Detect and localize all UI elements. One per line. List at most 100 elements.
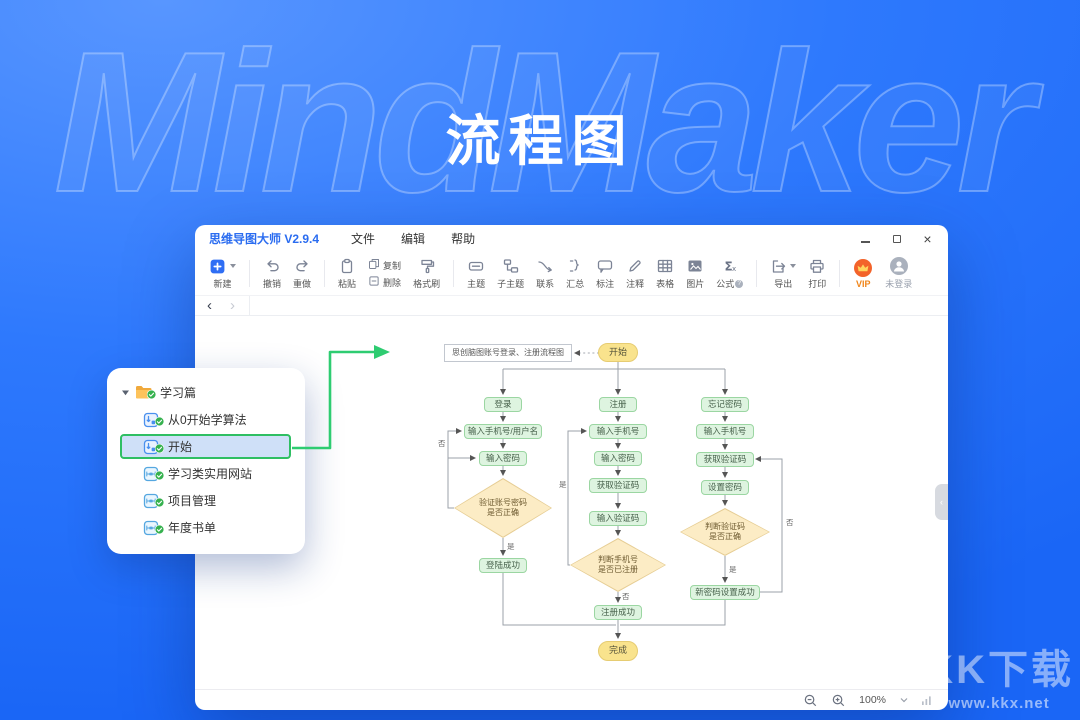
back-button[interactable]: ‹: [207, 296, 212, 314]
tree-item-3[interactable]: 学习类实用网站: [107, 460, 305, 487]
chevron-down-icon[interactable]: [899, 695, 909, 705]
flow-node-get-code-m[interactable]: 获取验证码: [589, 478, 647, 493]
flowdoc-icon: [143, 439, 165, 455]
zoom-level: 100%: [859, 694, 886, 706]
flow-node-enter-phone-m[interactable]: 输入手机号: [589, 424, 647, 439]
maximize-button[interactable]: [890, 232, 903, 245]
toolbar-divider: [839, 260, 841, 287]
flow-node-forgot[interactable]: 忘记密码: [701, 397, 749, 412]
flow-node-register[interactable]: 注册: [599, 397, 637, 412]
toolbar-item-summary[interactable]: 汇总: [560, 257, 590, 290]
tree-caret-icon: [121, 388, 130, 397]
zoom-out-icon[interactable]: [803, 693, 818, 708]
toolbar-item-paste[interactable]: 粘贴: [332, 257, 362, 290]
toolbar-item-undo[interactable]: 撤销: [257, 257, 287, 290]
minimize-button[interactable]: [859, 232, 872, 245]
mindmap-icon: [143, 466, 165, 482]
toolbar-item-image[interactable]: 图片: [680, 257, 710, 290]
toolbar-item-topic[interactable]: 主题: [461, 257, 491, 290]
panel-toggle-handle[interactable]: ‹: [935, 484, 948, 520]
flow-node-enter-phone-user[interactable]: 输入手机号/用户名: [464, 424, 542, 439]
toolbar-label: 子主题: [497, 279, 525, 289]
flowdoc-icon: [143, 412, 165, 428]
new-icon: [209, 257, 236, 275]
subtopic-icon: [503, 257, 519, 275]
toolbar-item-new[interactable]: 新建: [203, 257, 242, 290]
menu-item-1[interactable]: 编辑: [401, 232, 426, 246]
editor-canvas[interactable]: [195, 316, 948, 689]
folder-icon: [135, 385, 157, 401]
toolbar-item-export[interactable]: 导出: [764, 257, 802, 290]
toolbar-label: 新建: [213, 279, 232, 289]
toolbar-item-avatar[interactable]: 未登录: [879, 257, 918, 290]
toolbar-label: 主题: [467, 279, 486, 289]
menu-item-2[interactable]: 帮助: [451, 232, 476, 246]
flow-node-get-code-r[interactable]: 获取验证码: [696, 452, 754, 467]
paste-icon: [339, 257, 355, 275]
flow-node-start[interactable]: 开始: [598, 343, 638, 362]
flow-node-label: 输入手机号: [596, 425, 640, 436]
flow-node-login[interactable]: 登录: [484, 397, 522, 412]
flow-node-label: 开始: [608, 346, 627, 357]
flow-node-register-ok[interactable]: 注册成功: [594, 605, 642, 620]
app-title: 思维导图大师 V2.9.4: [209, 232, 320, 246]
flow-node-label: 判断手机号 是否已注册: [598, 554, 638, 574]
toolbar-label: 导出: [774, 279, 793, 289]
forward-button[interactable]: ›: [230, 296, 235, 314]
flow-node-enter-pass-m[interactable]: 输入密码: [594, 451, 642, 466]
toolbar-label: 公式: [716, 279, 735, 289]
toolbar-divider: [249, 260, 250, 287]
toolbar-item-delete[interactable]: 删除: [368, 275, 401, 289]
tree-item-4[interactable]: 项目管理: [107, 487, 305, 514]
toolbar-item-subtopic[interactable]: 子主题: [491, 257, 530, 290]
file-tree-popup: 学习篇从0开始学算法开始学习类实用网站项目管理年度书单: [107, 368, 305, 554]
flow-node-check-code[interactable]: 判断验证码 是否正确: [680, 508, 770, 556]
resize-grip-icon[interactable]: [922, 695, 932, 705]
close-button[interactable]: ×: [923, 230, 932, 247]
tree-item-5[interactable]: 年度书单: [107, 514, 305, 541]
toolbar-item-copy[interactable]: 复制: [368, 258, 401, 272]
menubar: 文件 编辑 帮助: [351, 230, 475, 247]
flow-node-verify-account[interactable]: 验证账号密码 是否正确: [454, 478, 552, 538]
tree-item-2[interactable]: 开始: [120, 434, 291, 459]
toolbar-item-redo[interactable]: 重做: [287, 257, 317, 290]
toolbar-item-table[interactable]: 表格: [650, 257, 680, 290]
flow-node-check-phone[interactable]: 判断手机号 是否已注册: [570, 538, 666, 592]
flowchart-layer: 否是是否是否 思创脑图账号登录、注册流程图开始登录输入手机号/用户名输入密码验证…: [195, 225, 948, 710]
flow-node-enter-code-m[interactable]: 输入验证码: [589, 511, 647, 526]
tree-item-1[interactable]: 从0开始学算法: [107, 406, 305, 433]
caret-down-icon: [790, 264, 797, 268]
flow-node-label: 输入手机号/用户名: [467, 425, 539, 436]
flow-node-note[interactable]: 思创脑图账号登录、注册流程图: [444, 344, 572, 362]
toolbar-label: 粘贴: [338, 279, 357, 289]
flow-node-newpass-ok[interactable]: 新密码设置成功: [690, 585, 760, 600]
svg-text:x: x: [732, 265, 736, 273]
flow-node-label: 忘记密码: [707, 398, 742, 409]
site-watermark: KK下载 www.kkx.net: [924, 637, 1074, 712]
titlebar: 思维导图大师 V2.9.4 文件 编辑 帮助 ×: [195, 225, 948, 252]
menu-item-0[interactable]: 文件: [351, 232, 376, 246]
toolbar-item-comment[interactable]: 注释: [620, 257, 650, 290]
tree-item-label: 年度书单: [168, 521, 217, 535]
toolbar-item-brush[interactable]: 格式刷: [407, 257, 446, 290]
toolbar-item-callout[interactable]: 标注: [590, 257, 620, 290]
check-badge-icon: [146, 386, 157, 404]
zoom-in-icon[interactable]: [831, 693, 846, 708]
caret-down-icon: [230, 264, 236, 268]
check-badge-icon: [154, 467, 165, 485]
flow-node-login-ok[interactable]: 登陆成功: [479, 558, 527, 573]
toolbar-item-relation[interactable]: 联系: [530, 257, 560, 290]
tree-item-label: 从0开始学算法: [168, 413, 247, 427]
copy-icon: [368, 258, 380, 272]
flow-node-finish[interactable]: 完成: [598, 641, 638, 661]
toolbar-item-vip[interactable]: VIP: [847, 258, 879, 289]
toolbar-item-print[interactable]: 打印: [802, 257, 832, 290]
flow-node-enter-pass-l[interactable]: 输入密码: [479, 451, 527, 466]
export-icon: [770, 257, 797, 275]
tree-item-0[interactable]: 学习篇: [107, 379, 305, 406]
flow-node-enter-phone-r[interactable]: 输入手机号: [696, 424, 754, 439]
flow-node-set-pass[interactable]: 设置密码: [701, 480, 749, 495]
